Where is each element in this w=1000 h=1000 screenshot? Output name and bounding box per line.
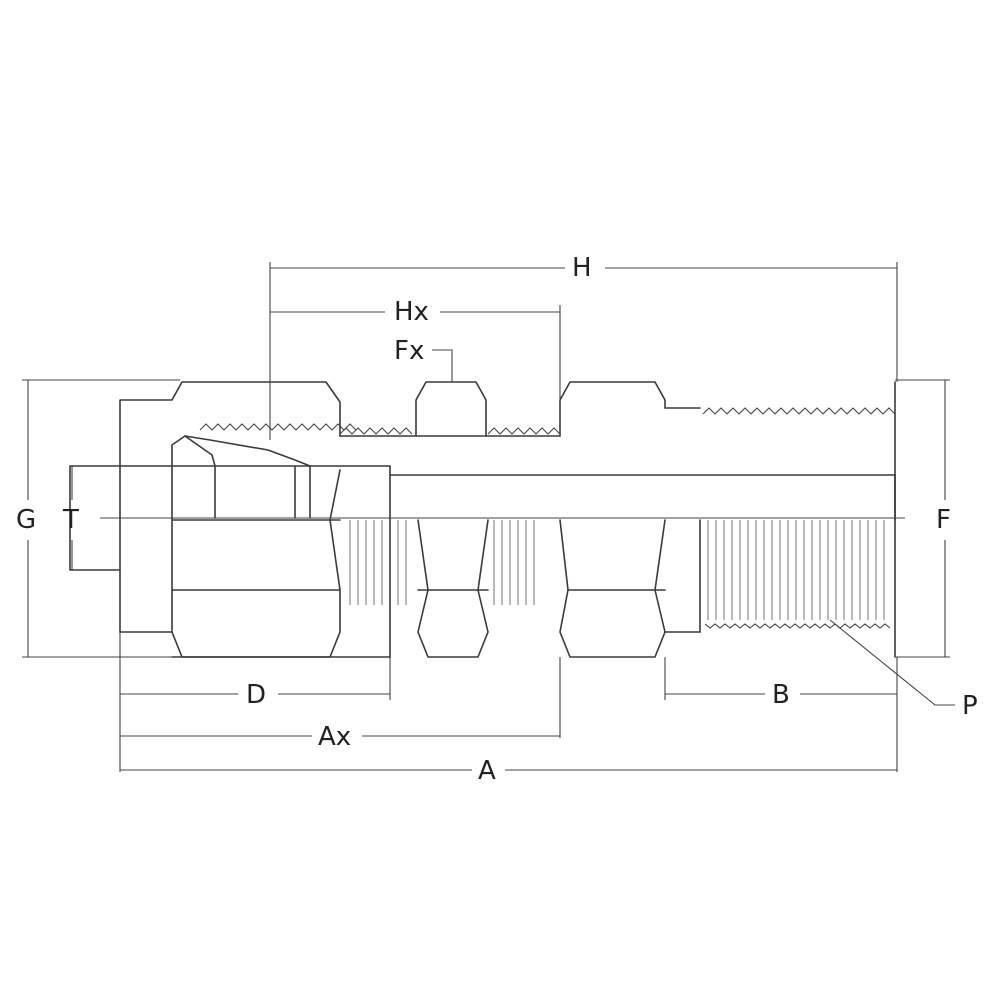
label-B: B <box>772 680 790 710</box>
thread-hatching-left <box>349 520 407 605</box>
thread-top-left <box>199 423 561 437</box>
label-T: T <box>62 505 79 535</box>
label-F: F <box>936 505 951 535</box>
label-Hx: Hx <box>394 297 429 327</box>
thread-hatching-right <box>704 520 891 629</box>
label-H: H <box>572 253 592 283</box>
label-G: G <box>16 505 36 535</box>
dimension-lines <box>22 262 955 772</box>
label-A: A <box>478 756 496 786</box>
thread-hatching-middle <box>493 520 535 605</box>
label-Fx: Fx <box>394 336 424 366</box>
fitting-body-outline <box>69 381 896 658</box>
thread-top-right <box>702 407 896 415</box>
label-P: P <box>962 691 978 721</box>
label-Ax: Ax <box>318 722 351 752</box>
label-D: D <box>246 680 266 710</box>
